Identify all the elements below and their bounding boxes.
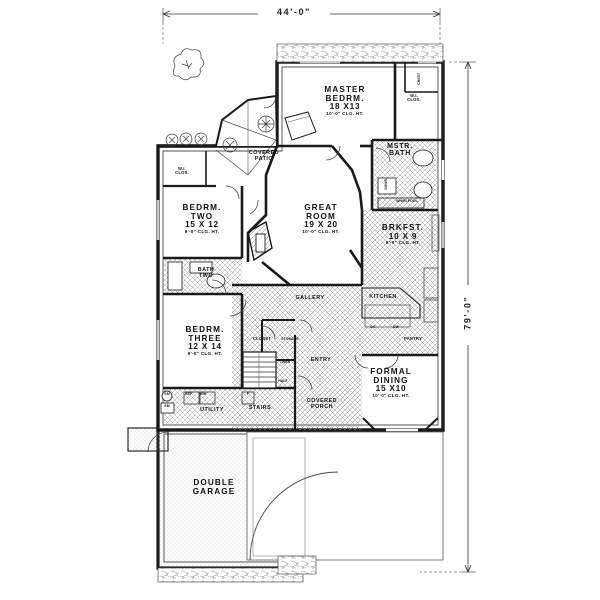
great-room-walls xyxy=(246,145,364,287)
garage-structure xyxy=(127,426,444,583)
stair-treads xyxy=(242,351,277,389)
plumbing-and-fixtures xyxy=(160,111,440,431)
overall-depth-dimension-line xyxy=(420,61,476,573)
tree-icon xyxy=(172,48,205,81)
shrub-icon xyxy=(165,132,238,153)
tree-icon xyxy=(257,115,275,133)
interior-walls xyxy=(158,62,443,430)
covered-patio-outline xyxy=(215,94,278,176)
window-mullions xyxy=(157,61,444,360)
landscape-trees xyxy=(165,48,275,153)
door-swings xyxy=(211,95,399,391)
